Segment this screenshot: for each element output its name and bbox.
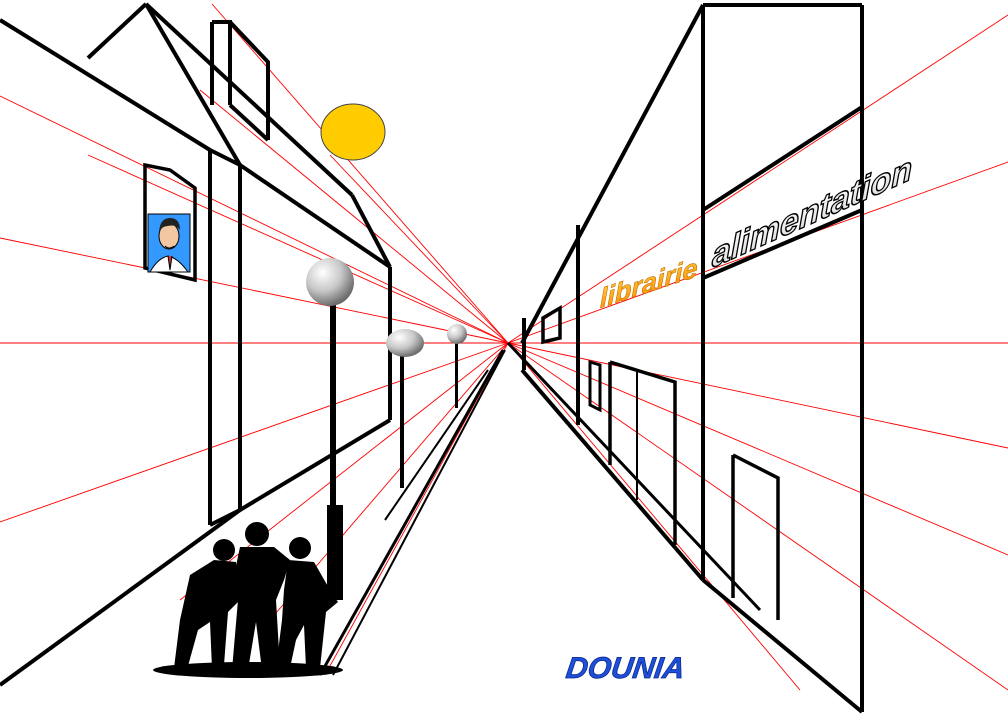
signature: DOUNIA xyxy=(564,652,688,686)
sun xyxy=(320,103,386,161)
lamp-post-base xyxy=(327,505,343,600)
chimney xyxy=(210,20,232,105)
guide-line xyxy=(0,95,509,344)
building-base-line xyxy=(520,368,705,582)
house-eave xyxy=(209,148,241,167)
guide-line xyxy=(329,154,509,344)
house-base-line xyxy=(238,418,392,512)
chimney-side xyxy=(228,20,270,142)
right-buildings xyxy=(520,3,864,714)
man-body xyxy=(276,560,338,668)
small-door xyxy=(588,359,602,413)
lamp-post xyxy=(330,300,336,510)
road-right-edge xyxy=(506,341,762,612)
house-eave-line xyxy=(238,163,392,269)
house-gable xyxy=(86,2,148,60)
house-roof-ridge xyxy=(144,2,354,197)
signature-text: DOUNIA xyxy=(564,652,687,685)
lamp-globe xyxy=(386,329,424,357)
man-body xyxy=(232,547,290,670)
librairie-sign: librairie xyxy=(600,252,698,314)
building-base xyxy=(701,578,864,714)
road xyxy=(318,341,762,676)
guide-line xyxy=(199,89,509,344)
road-left-edge xyxy=(332,349,506,676)
lamp-post xyxy=(455,340,458,408)
road-left-edge xyxy=(318,349,505,676)
sign-band-top xyxy=(701,105,864,212)
sign-band-bottom xyxy=(702,208,863,280)
alimentation-text: alimentation xyxy=(712,148,912,275)
house-roof-end xyxy=(350,194,392,268)
three-men-silhouette xyxy=(153,522,343,678)
guide-line xyxy=(211,3,509,344)
guide-line xyxy=(179,342,509,601)
guide-line xyxy=(507,14,1008,344)
man-head xyxy=(245,522,269,546)
alimentation-sign: alimentation xyxy=(711,148,913,277)
street-lamps xyxy=(306,258,467,600)
perspective-guide-lines xyxy=(0,3,1008,691)
small-window xyxy=(541,304,562,345)
guide-line xyxy=(507,342,1008,449)
guide-line xyxy=(0,342,509,523)
guide-line xyxy=(0,237,509,344)
shop-door xyxy=(608,360,677,545)
guide-line xyxy=(87,154,509,344)
road-left-edge xyxy=(384,369,489,521)
building-roof-line xyxy=(520,4,705,344)
far-door xyxy=(731,453,780,620)
house-roof-edge xyxy=(0,18,212,152)
lamp-globe xyxy=(447,324,467,344)
man-portrait-in-window xyxy=(147,213,191,273)
man-body xyxy=(174,560,240,668)
lamp-globe xyxy=(306,258,354,306)
guide-line xyxy=(507,342,1008,556)
man-head xyxy=(289,537,311,559)
left-sidewalk-edge xyxy=(0,508,242,687)
lamp-post xyxy=(400,355,404,488)
librairie-text: librairie xyxy=(600,252,697,314)
house-window xyxy=(143,162,197,283)
left-house xyxy=(0,2,392,687)
guide-line xyxy=(507,342,801,691)
house-gable-slope xyxy=(144,2,242,167)
man-head xyxy=(213,539,235,561)
